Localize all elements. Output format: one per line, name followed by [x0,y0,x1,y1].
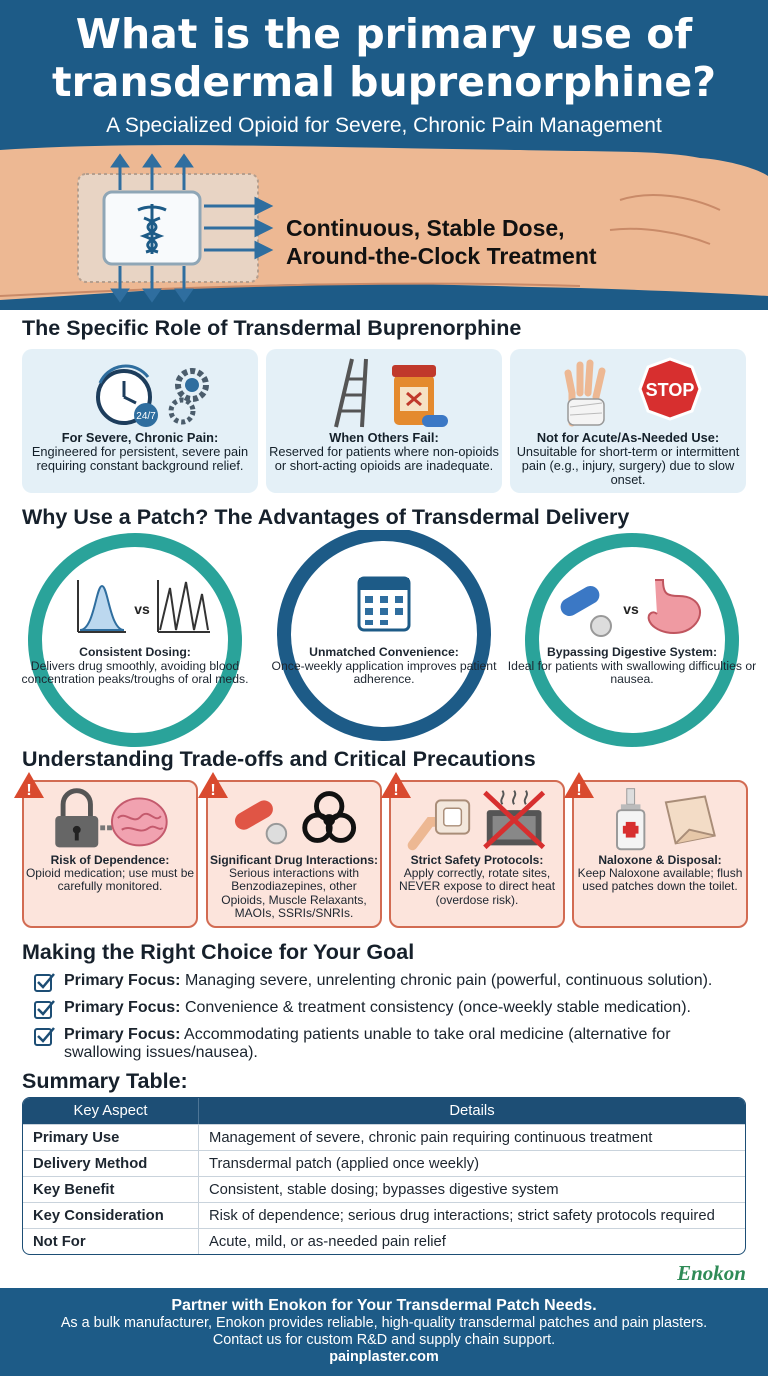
advantage-consistent-dosing: vs Consistent Dosing:Delivers drug smoot… [10,542,260,750]
warning-icon: ! [14,772,44,799]
svg-text:!: ! [393,782,398,799]
pills-biohazard-icon [234,791,357,845]
table-header: Key Aspect [23,1098,199,1124]
svg-text:!: ! [210,782,215,799]
advantage-convenience: Unmatched Convenience:Once-weekly applic… [259,542,509,750]
page-subtitle: A Specialized Opioid for Severe, Chronic… [106,114,662,137]
footer-line: Contact us for custom R&D and supply cha… [212,1332,556,1348]
forearm-illustration [0,145,768,303]
svg-text:vs: vs [134,601,150,617]
precaution-naloxone-disposal: ! Naloxone & Disposal:Keep Naloxone avai… [564,772,748,928]
24-7-badge: 24/7 [136,411,156,422]
calendar-icon [357,576,411,632]
role-card-when-others-fail: When Others Fail:Reserved for patients w… [266,349,502,493]
nasal-spray-patch-icon [616,788,716,851]
svg-text:!: ! [26,782,31,799]
advantages-section-title: Why Use a Patch? The Advantages of Trans… [22,505,630,529]
checkbox-icon [34,1027,55,1046]
footer: Partner with Enokon for Your Transdermal… [0,1288,768,1376]
svg-text:vs: vs [623,601,639,617]
warning-icon: ! [198,772,228,799]
clock-gears-icon: 24/7 [96,364,209,427]
checkbox-icon [34,973,55,992]
lock-brain-icon [55,788,168,848]
choice-section-title: Making the Right Choice for Your Goal [22,940,415,964]
precaution-dependence: ! Risk of Dependence:Opioid medication; … [14,772,198,928]
warning-icon: ! [381,772,411,799]
patch-no-heat-icon [407,790,546,851]
role-card-not-acute: STOP Not for Acute/As-Needed Use:Unsuita… [510,349,746,493]
warning-icon: ! [564,772,594,799]
precautions-section-title: Understanding Trade-offs and Critical Pr… [22,747,536,771]
stop-sign-text: STOP [646,380,695,400]
precaution-drug-interactions: ! Significant Drug Interactions:Serious … [198,772,382,928]
dose-curve-comparison-icon: vs [77,580,210,633]
pills-stomach-icon: vs [560,579,702,637]
advantage-bypass-digestive: vs Bypassing Digestive System:Ideal for … [507,542,757,750]
summary-section-title: Summary Table: [22,1069,188,1093]
bandaged-hand-stop-icon: STOP [564,357,702,427]
footer-line: As a bulk manufacturer, Enokon provides … [60,1315,708,1331]
table-header: Details [199,1098,745,1124]
caduceus-icon [137,204,167,254]
role-section-title: The Specific Role of Transdermal Bupreno… [22,316,522,340]
brand-logo: Enokon [677,1261,746,1285]
checkbox-icon [34,1000,55,1019]
svg-text:!: ! [576,782,581,799]
precaution-safety-protocols: ! Strict Safety Protocols:Apply correctl… [381,772,565,928]
dose-arrows-icon [110,153,274,303]
footer-heading: Partner with Enokon for Your Transdermal… [171,1297,597,1314]
ladder-pill-bottle-icon [334,358,448,428]
role-card-chronic-pain: 24/7 For Severe, Chronic Pain:Engineered… [22,349,258,493]
patch-caption: Continuous, Stable Dose,Around-the-Clock… [286,215,597,269]
footer-url-link[interactable]: painplaster.com [329,1349,439,1365]
